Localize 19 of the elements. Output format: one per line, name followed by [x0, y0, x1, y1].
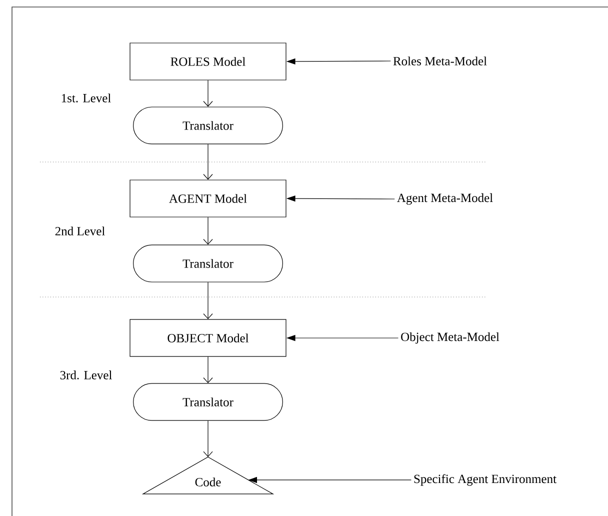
model-box: ROLES Model [130, 42, 286, 80]
model-box: AGENT Model [130, 180, 286, 218]
translator-pill: Translator [133, 106, 283, 144]
arrow [203, 420, 213, 457]
arrow [203, 356, 213, 384]
level-label: 3rd. Level [60, 370, 112, 380]
level-label: 2nd Level [55, 226, 105, 236]
model-box: OBJECT Model [130, 319, 286, 357]
translator-pill: Translator [133, 244, 283, 282]
arrow [203, 144, 213, 180]
meta-model-label: Object Meta-Model [401, 332, 500, 344]
meta-model-label: Agent Meta-Model [397, 193, 493, 205]
arrow [203, 216, 213, 245]
meta-model-label: Roles Meta-Model [393, 56, 487, 66]
translator-pill: Translator [133, 383, 283, 421]
meta-model-label: Specific Agent Environment [414, 474, 556, 486]
arrow [203, 282, 213, 320]
level-label: 1st. Level [62, 94, 111, 102]
arrow [203, 80, 213, 107]
